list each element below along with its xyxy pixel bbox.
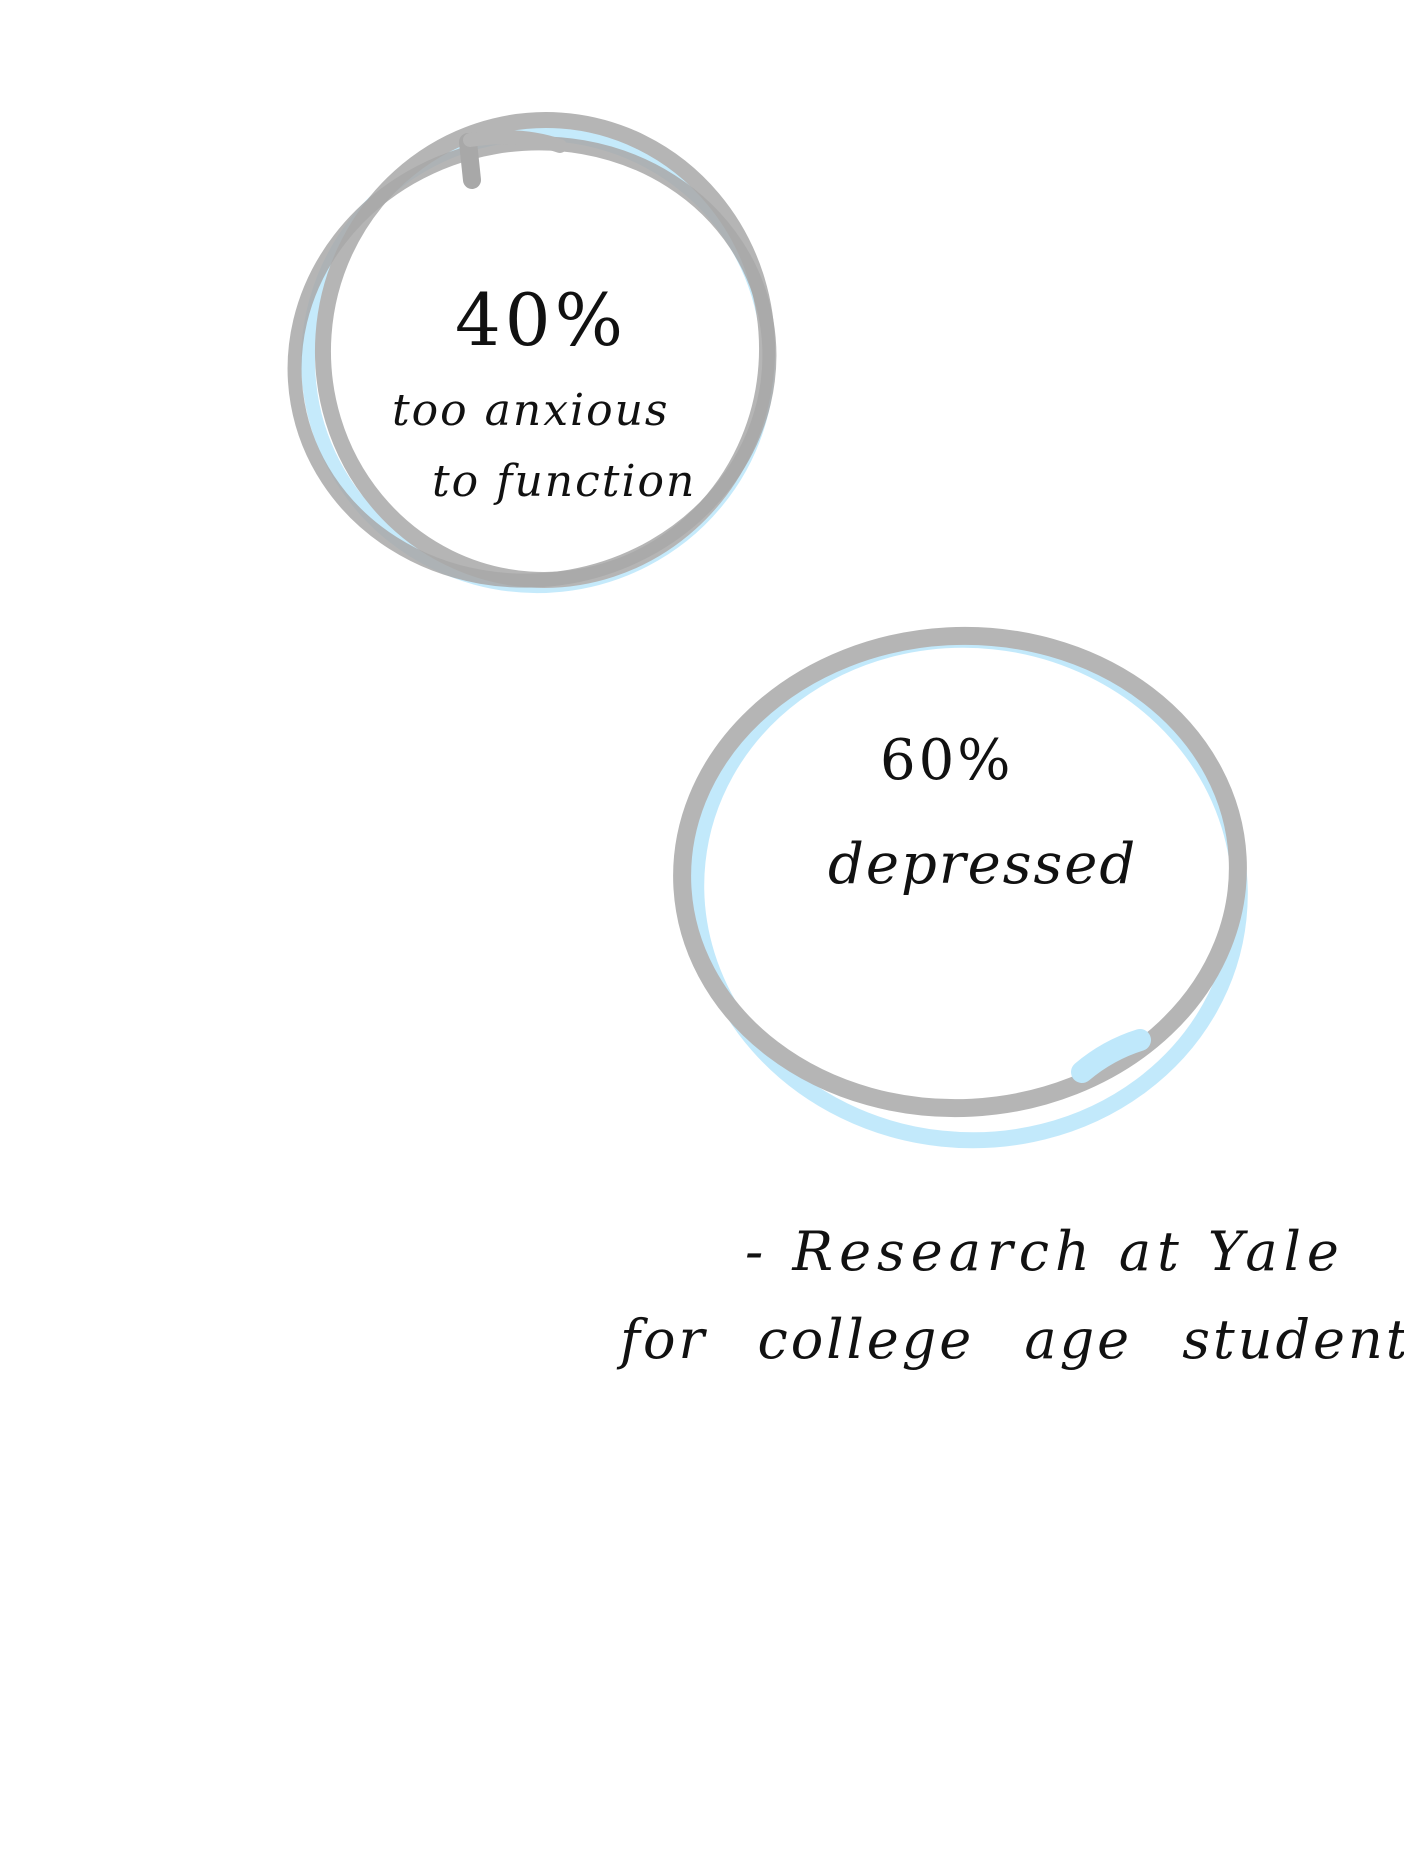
circle-1-ring (287, 112, 777, 594)
stat-2-label: depressed (828, 832, 1138, 897)
stat-1-percent: 40% (455, 278, 628, 362)
source-citation-line-1: - Research at Yale (745, 1220, 1345, 1283)
circle-2-ring (673, 626, 1248, 1149)
source-citation-line-2: for college age students (620, 1308, 1404, 1371)
stat-2-percent: 60% (880, 728, 1014, 793)
stat-1-label-line-1: too anxious (392, 385, 670, 436)
stat-1-label-line-2: to function (432, 456, 697, 507)
